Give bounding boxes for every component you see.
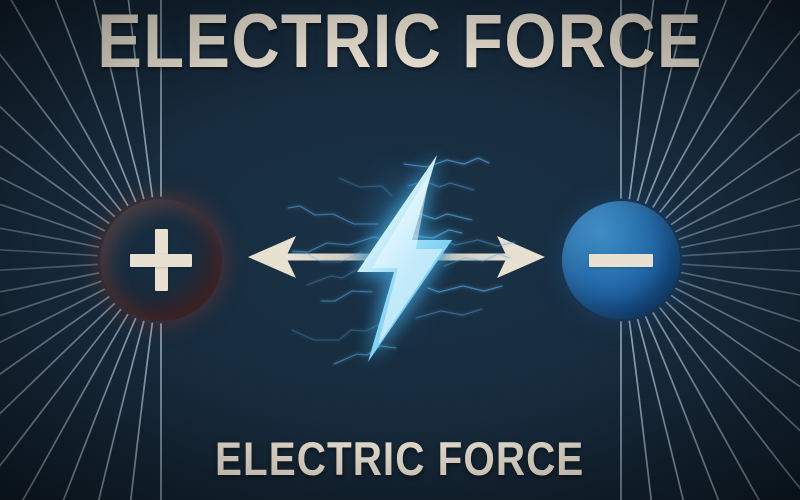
- electric-arc: [306, 269, 357, 286]
- electric-arc: [443, 253, 511, 267]
- electric-arc: [427, 285, 503, 293]
- electric-arc: [287, 205, 379, 225]
- electric-arc: [291, 321, 385, 341]
- electric-arc: [291, 251, 363, 263]
- electric-arc: [413, 229, 463, 239]
- electric-arc: [338, 177, 393, 197]
- electric-arc: [419, 213, 473, 221]
- electric-arc: [415, 308, 483, 319]
- electric-arc: [333, 345, 397, 365]
- electric-arc: [291, 236, 387, 253]
- electric-arc: [403, 157, 490, 168]
- electric-arc: [320, 290, 373, 302]
